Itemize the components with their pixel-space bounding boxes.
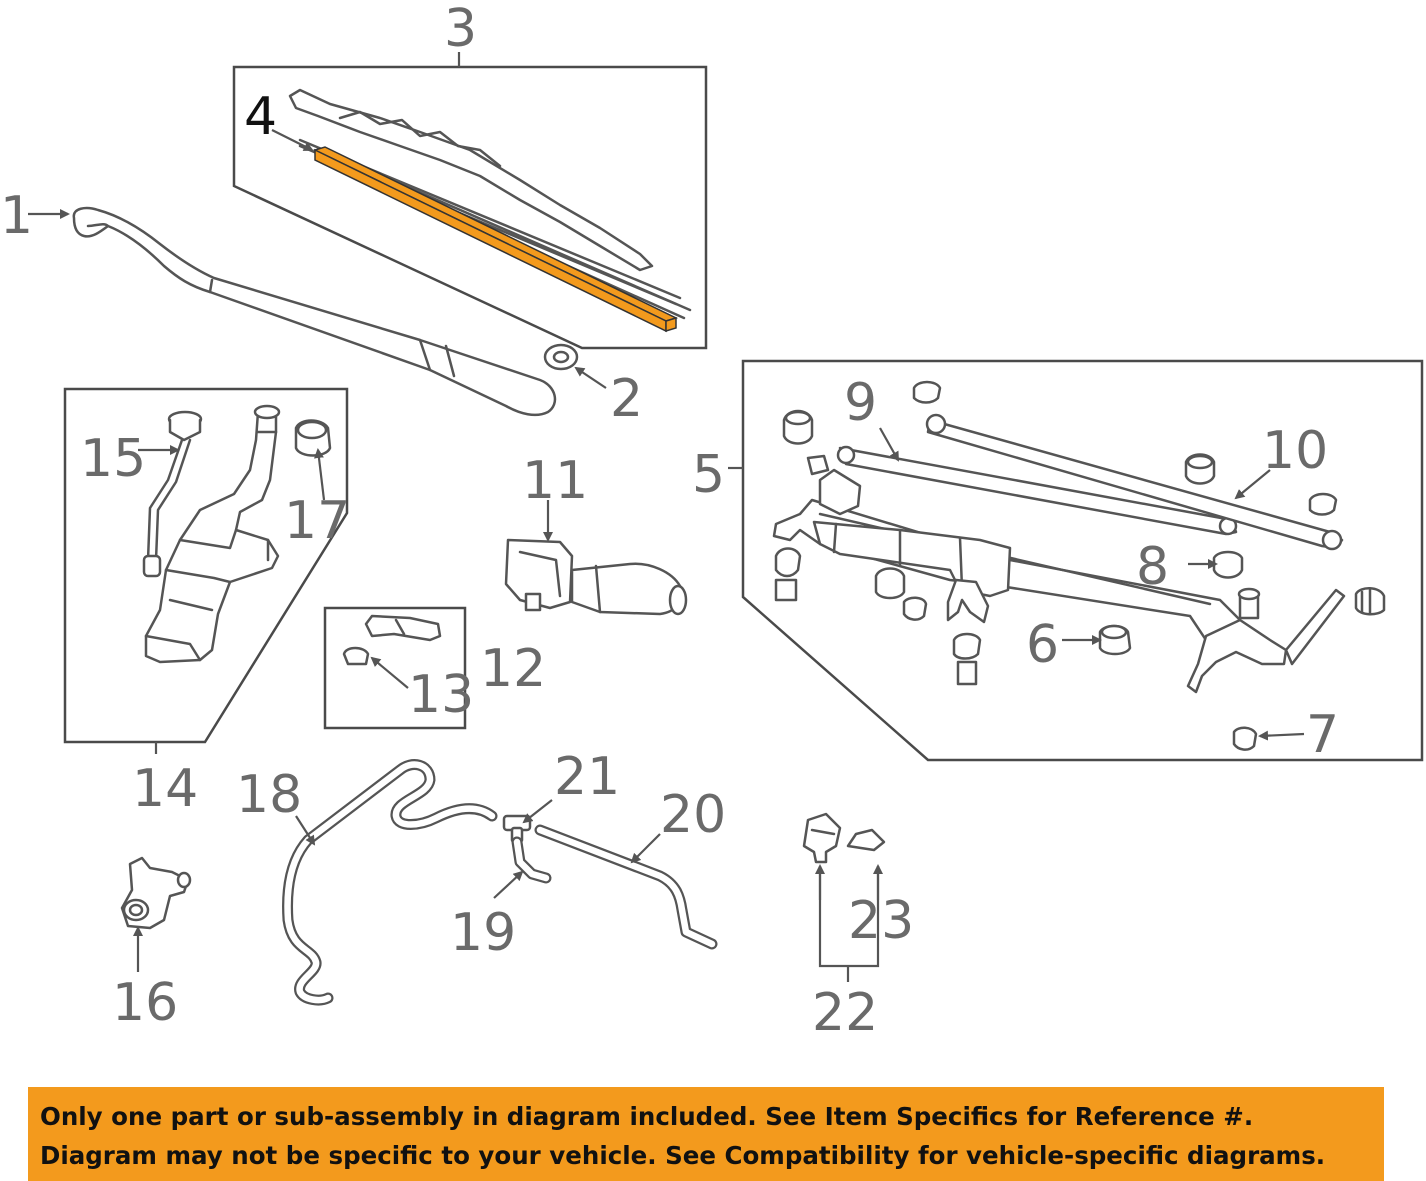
callout-1: 1 <box>0 186 33 246</box>
notice-line-2: Diagram may not be specific to your vehi… <box>40 1141 1326 1170</box>
notice-banner: Only one part or sub-assembly in diagram… <box>28 1087 1384 1181</box>
callout-12: 12 <box>480 639 546 699</box>
callout-3: 3 <box>444 0 477 59</box>
callout-20: 20 <box>660 785 726 845</box>
tank-grommet <box>294 419 332 457</box>
washer-hose-20 <box>534 824 718 950</box>
wiper-arm <box>72 206 557 417</box>
callout-16: 16 <box>112 973 178 1033</box>
callout-5: 5 <box>692 445 725 505</box>
callout-2: 2 <box>610 369 643 429</box>
washer-nozzle <box>802 812 842 864</box>
wiper-linkage-group-frame <box>741 359 1424 762</box>
callout-7: 7 <box>1306 705 1339 765</box>
callout-19: 19 <box>450 903 516 963</box>
callout-leaders <box>28 52 1305 982</box>
arm-nut-cap <box>543 343 579 371</box>
washer-tank <box>144 404 281 664</box>
callout-4: 4 <box>244 87 277 147</box>
wiper-blade-assembly <box>288 88 692 320</box>
callout-11: 11 <box>522 451 588 511</box>
callout-14: 14 <box>132 759 198 819</box>
level-gauge <box>142 410 203 578</box>
callout-22: 22 <box>812 983 878 1043</box>
callout-8: 8 <box>1136 537 1169 597</box>
washer-pump <box>120 856 192 930</box>
wiper-bracket-group-frame <box>323 606 467 730</box>
callout-23: 23 <box>848 891 914 951</box>
wiper-motor <box>504 538 688 616</box>
nozzle-cover <box>846 828 886 852</box>
washer-tank-group-frame <box>63 387 349 744</box>
callout-21: 21 <box>554 747 620 807</box>
wiper-bracket <box>364 614 442 642</box>
washer-hose-18 <box>282 759 498 1006</box>
callout-6: 6 <box>1026 615 1059 675</box>
callout-13: 13 <box>408 665 474 725</box>
callout-15: 15 <box>80 429 146 489</box>
wiper-blade-group-frame <box>232 65 708 350</box>
wiper-blade-refill-highlighted <box>312 146 679 333</box>
washer-hose-19 <box>511 836 552 884</box>
callout-17: 17 <box>284 491 350 551</box>
wiper-linkage-assembly <box>772 380 1386 751</box>
bracket-clip <box>342 646 370 666</box>
notice-line-1: Only one part or sub-assembly in diagram… <box>40 1102 1254 1131</box>
callout-18: 18 <box>236 765 302 825</box>
callout-10: 10 <box>1262 421 1328 481</box>
callout-9: 9 <box>844 373 877 433</box>
